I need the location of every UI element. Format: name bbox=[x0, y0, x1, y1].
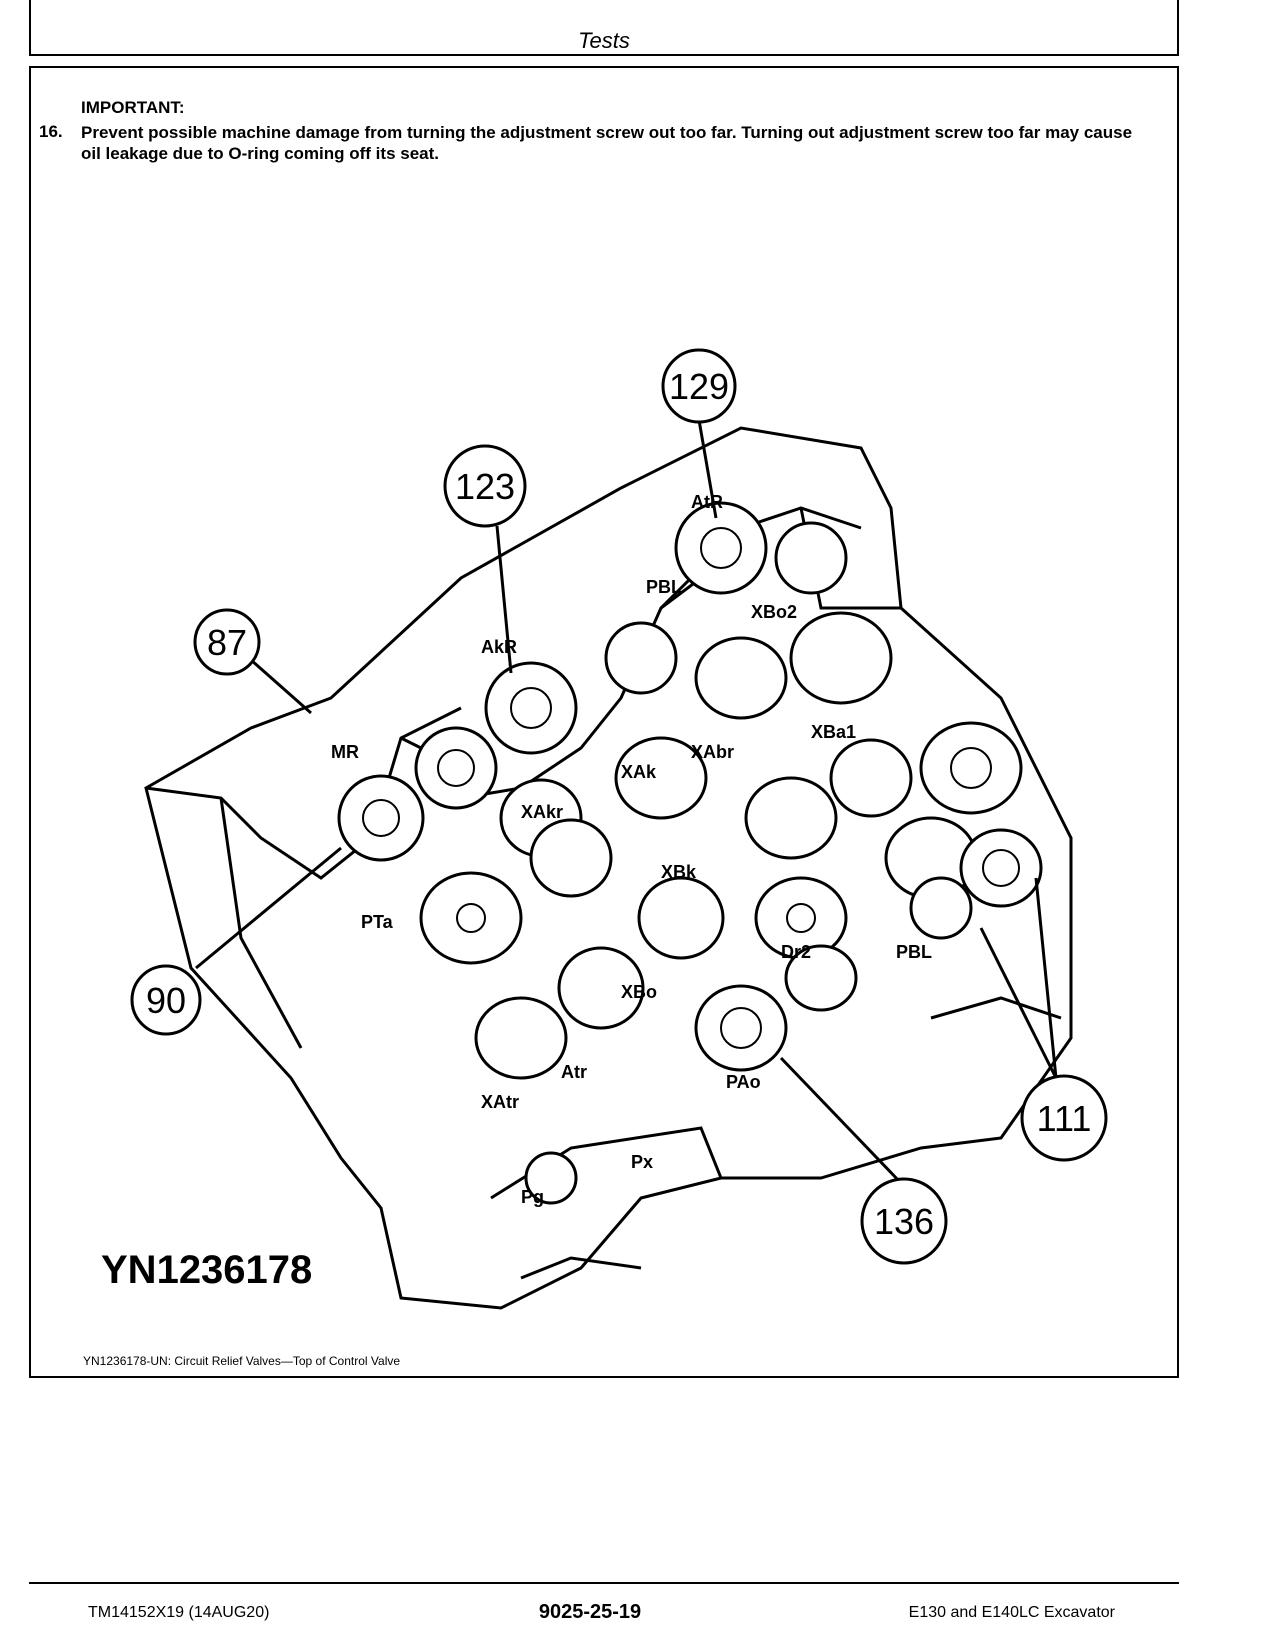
important-label: IMPORTANT: bbox=[81, 98, 185, 117]
figure-caption: YN1236178-UN: Circuit Relief Valves—Top … bbox=[83, 1354, 401, 1368]
port-label: PBL bbox=[896, 942, 932, 962]
port-label: XBk bbox=[661, 862, 697, 882]
footer-divider bbox=[29, 1582, 1179, 1584]
port-label: Dr2 bbox=[781, 942, 811, 962]
document-id: TM14152X19 (14AUG20) bbox=[88, 1604, 270, 1621]
port-label: XAkr bbox=[521, 802, 563, 822]
valve-drawing: AtR AkR MR PBL XBo2 XBa1 XAbr XAk XAkr P… bbox=[130, 348, 1108, 1310]
port-label: PTa bbox=[361, 912, 394, 932]
control-valve-illustration: AtR AkR MR PBL XBo2 XBa1 XAbr XAk XAkr P… bbox=[101, 278, 1121, 1318]
port-label: XBo2 bbox=[751, 602, 797, 622]
content-frame: IMPORTANT: 16. Prevent possible machine … bbox=[29, 66, 1179, 1378]
port-label: AtR bbox=[691, 492, 723, 512]
callout-87: 87 bbox=[207, 622, 247, 663]
port-label: PAo bbox=[726, 1072, 761, 1092]
callout-90: 90 bbox=[146, 980, 186, 1021]
port-label: Atr bbox=[561, 1062, 587, 1082]
port-label: AkR bbox=[481, 637, 517, 657]
section-title: Tests bbox=[578, 28, 630, 53]
port-label: Pg bbox=[521, 1187, 544, 1207]
port-label: XAk bbox=[621, 762, 657, 782]
port-label: XAbr bbox=[691, 742, 734, 762]
port-label: XBa1 bbox=[811, 722, 856, 742]
callout-111: 111 bbox=[1037, 1098, 1092, 1139]
callout-136: 136 bbox=[874, 1201, 934, 1242]
callout-123: 123 bbox=[455, 466, 515, 507]
page-header: Tests bbox=[29, 0, 1179, 56]
image-id: YN1236178 bbox=[101, 1248, 313, 1292]
callout-129: 129 bbox=[669, 366, 729, 407]
step-number: 16. bbox=[39, 122, 63, 141]
port-label: XAtr bbox=[481, 1092, 519, 1112]
model-name: E130 and E140LC Excavator bbox=[908, 1604, 1115, 1621]
page-number: 9025-25-19 bbox=[538, 1601, 642, 1623]
port-label: XBo bbox=[621, 982, 657, 1002]
port-label: PBL bbox=[646, 577, 682, 597]
step-text: Prevent possible machine damage from tur… bbox=[81, 123, 1133, 163]
port-label: Px bbox=[631, 1152, 653, 1172]
port-label: MR bbox=[331, 742, 359, 762]
